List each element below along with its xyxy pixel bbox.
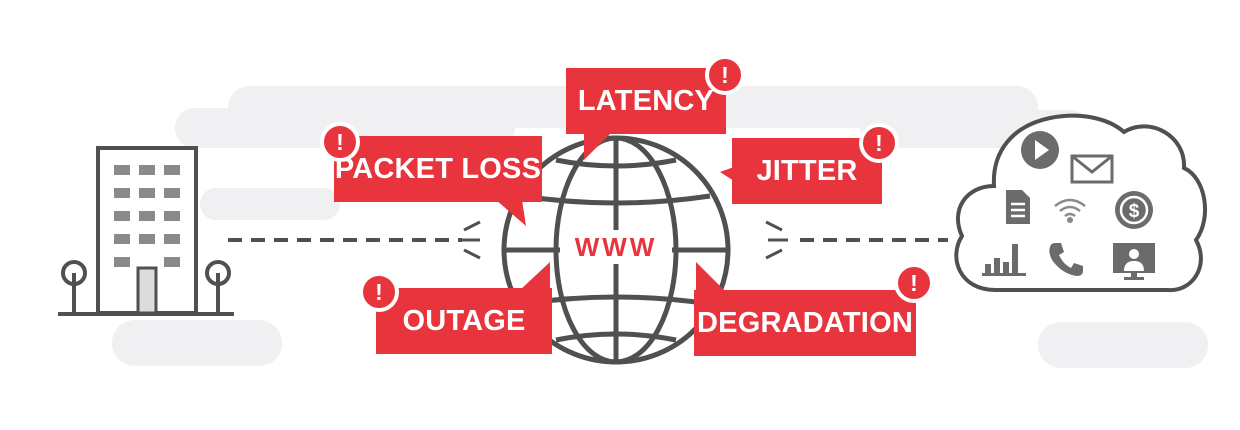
jitter-label: JITTER [756, 154, 858, 187]
mail-icon [1070, 154, 1114, 184]
globe-www-label: WWW [560, 230, 672, 264]
signal-break-marks [460, 220, 788, 260]
degradation-label: DEGRADATION [697, 306, 913, 339]
office-building-icon [58, 146, 234, 316]
wifi-icon [1052, 196, 1088, 224]
packet-loss-alert-icon: ! [320, 122, 360, 162]
packet-loss-label: PACKET LOSS [334, 152, 542, 185]
document-icon [1004, 188, 1032, 226]
degradation-alert-icon: ! [894, 263, 934, 303]
outage-alert-icon: ! [359, 272, 399, 312]
outage-callout: OUTAGE [376, 288, 552, 354]
latency-alert-icon: ! [705, 55, 745, 95]
degradation-callout: DEGRADATION [694, 290, 916, 356]
bar-chart-icon [982, 240, 1026, 276]
dollar-icon: $ [1112, 188, 1156, 232]
phone-icon [1046, 240, 1086, 278]
latency-label: LATENCY [577, 84, 715, 117]
play-icon [1018, 128, 1062, 172]
packet-loss-callout: PACKET LOSS [334, 136, 542, 202]
svg-text:$: $ [1129, 201, 1140, 222]
jitter-callout: JITTER [732, 138, 882, 204]
video-conference-icon [1110, 240, 1158, 282]
latency-callout: LATENCY [566, 68, 726, 134]
jitter-alert-icon: ! [859, 123, 899, 163]
outage-label: OUTAGE [402, 304, 526, 337]
